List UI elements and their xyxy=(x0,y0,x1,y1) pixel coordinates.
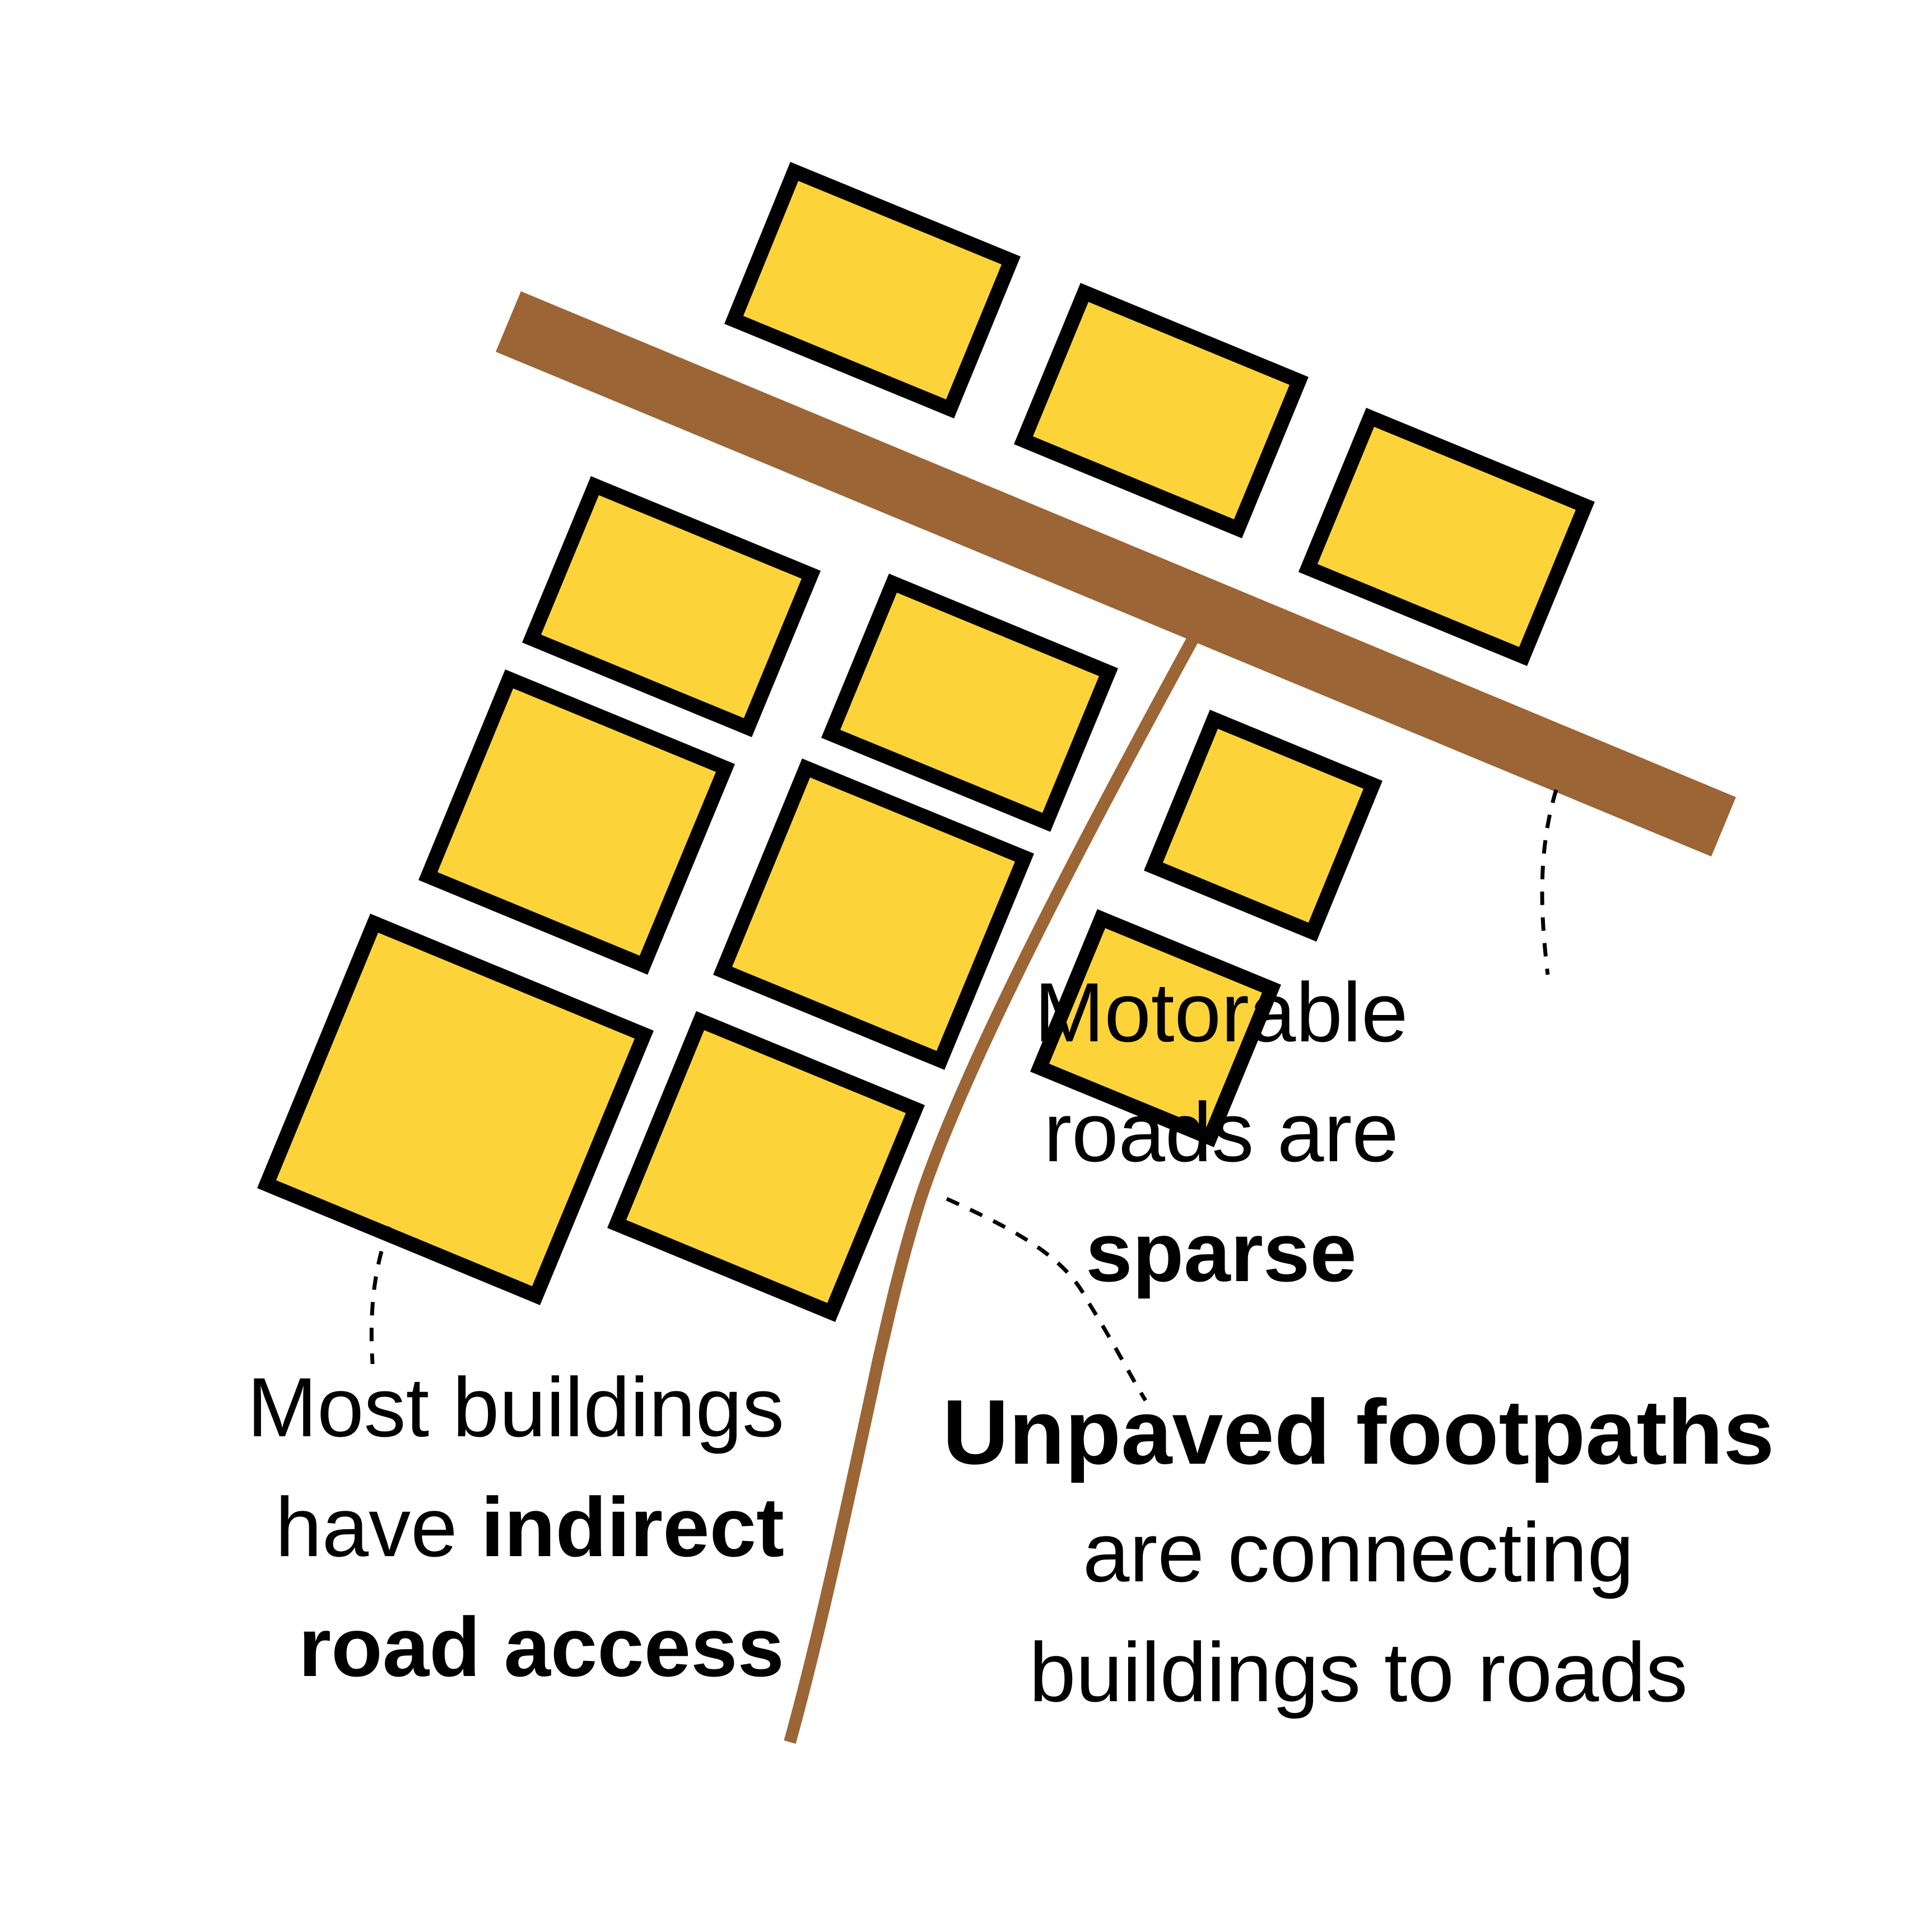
buildings-label-line-2-plain: have xyxy=(275,1480,481,1574)
building xyxy=(1298,408,1595,666)
unpaved-footpaths-label: Unpaved footpaths are connecting buildin… xyxy=(942,1372,1774,1732)
motorable-road xyxy=(496,291,1736,856)
footpaths-label-line-3: buildings to roads xyxy=(1029,1625,1688,1719)
building xyxy=(724,162,1021,418)
building xyxy=(418,669,735,975)
roads-label-line-1: Motorable xyxy=(1034,965,1408,1059)
roads-label-line-3: sparse xyxy=(1086,1205,1357,1299)
building xyxy=(257,914,654,1305)
roads-label-line-2: roads are xyxy=(1044,1085,1399,1179)
building xyxy=(522,476,821,737)
building xyxy=(713,758,1035,1070)
buildings-leader-line xyxy=(369,1226,392,1365)
building xyxy=(821,574,1118,832)
footpaths-label-line-1: Unpaved footpaths xyxy=(942,1381,1775,1483)
motorable-roads-label: Motorable roads are sparse xyxy=(885,952,1557,1312)
buildings-label-line-2-bold: indirect xyxy=(481,1480,784,1574)
footpaths-leader-line xyxy=(946,1197,1147,1402)
building xyxy=(1030,909,1281,1147)
buildings-label-line-1: Most buildings xyxy=(247,1360,784,1454)
footpaths-label-line-2: are connecting xyxy=(1082,1505,1635,1599)
building xyxy=(1144,710,1382,942)
buildings-label-line-3: road access xyxy=(298,1600,784,1694)
buildings-label-line-2: have indirect xyxy=(247,1467,784,1587)
building xyxy=(1014,283,1309,538)
unpaved-footpath xyxy=(784,635,1199,1744)
building xyxy=(607,1011,925,1322)
roads-leader-line xyxy=(1540,789,1558,975)
buildings-access-label: Most buildings have indirect road access xyxy=(247,1347,784,1707)
